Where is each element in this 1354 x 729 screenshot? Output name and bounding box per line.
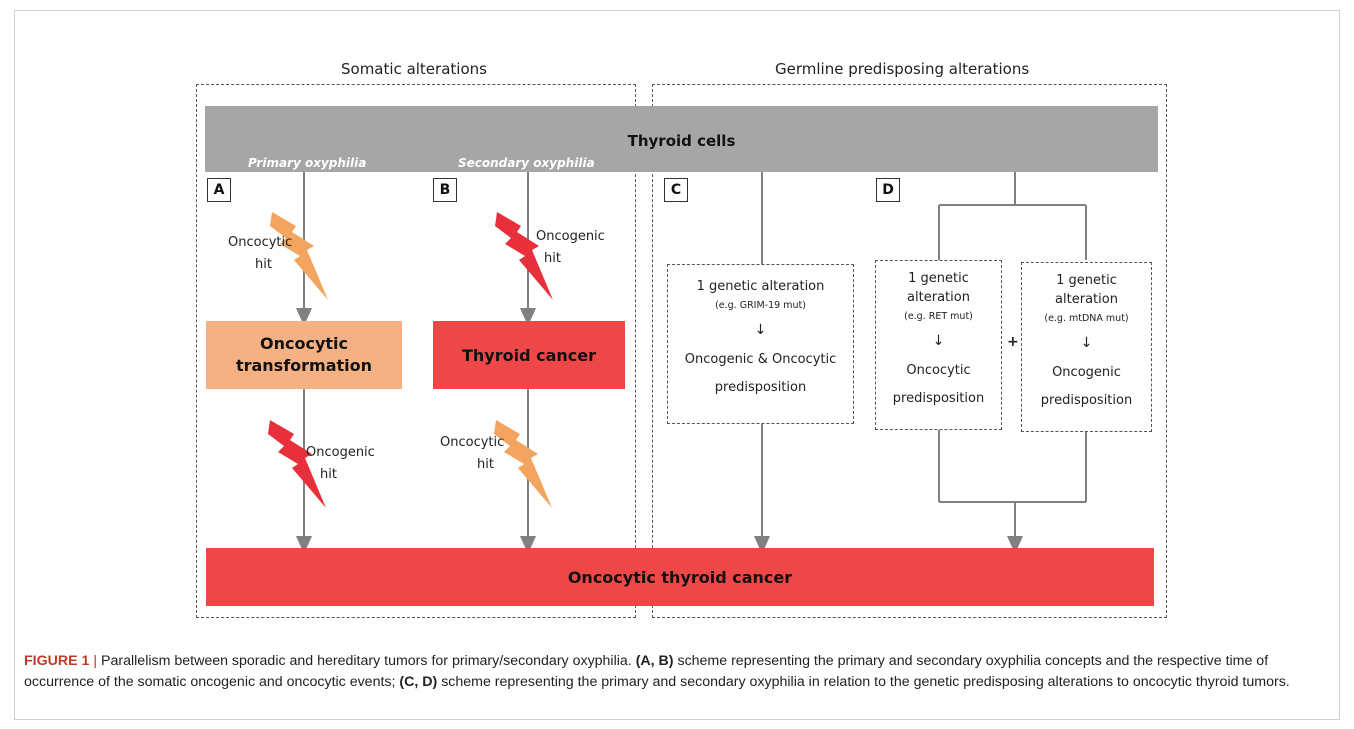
genetic-result: predisposition [892,391,985,406]
panel-label-d: D [876,178,900,202]
down-arrow-icon: ↓ [1080,335,1093,351]
genetic-line: alteration [1055,292,1118,307]
caption-ref-ab: (A, B) [635,653,674,669]
hit-label-line: hit [477,457,494,472]
hit-label-line: Oncogenic [306,445,375,460]
thyroid-cells-bar: Thyroid cells [205,106,1158,172]
secondary-oxyphilia-label: Secondary oxyphilia [458,156,595,170]
figure-frame [14,10,1340,720]
hit-label-line: Oncogenic [536,229,605,244]
germline-group-box [652,84,1167,618]
somatic-header: Somatic alterations [341,60,487,78]
hit-label-a-second: Oncogenic hit [306,442,375,486]
lightning-red-icon [268,420,326,508]
genetic-line: 1 genetic [1056,273,1117,288]
genetic-line: alteration [907,290,970,305]
down-arrow-icon: ↓ [754,322,767,338]
lightning-orange-icon [270,212,328,300]
thyroid-cancer-box: Thyroid cancer [433,321,625,389]
lightning-red-icon [495,212,553,300]
somatic-group-box [196,84,636,618]
hit-label-line: hit [544,251,561,266]
genetic-line: 1 genetic [908,271,969,286]
panel-label-a: A [207,178,231,202]
plus-sign: + [1007,334,1019,350]
caption-text-cd: scheme representing the primary and seco… [441,674,1290,690]
genetic-result: predisposition [714,380,807,395]
hit-label-line: hit [320,467,337,482]
genetic-box-d1: 1 genetic alteration (e.g. RET mut) ↓ On… [875,260,1002,430]
caption-ref-cd: (C, D) [399,674,438,690]
genetic-result: Oncogenic & Oncocytic [684,352,837,367]
caption-title: Parallelism between sporadic and heredit… [101,653,632,669]
genetic-example: (e.g. RET mut) [904,311,973,322]
hit-label-line: hit [255,257,272,272]
panel-label-b: B [433,178,457,202]
genetic-result: Oncocytic [906,363,971,378]
thyroid-cells-label: Thyroid cells [627,132,736,150]
caption-text-ab: scheme representing the primary and seco… [24,653,1269,690]
hit-label-line: Oncocytic [440,435,505,450]
box-line: transformation [235,356,373,375]
down-arrow-icon: ↓ [932,333,945,349]
genetic-example: (e.g. GRIM-19 mut) [715,300,806,311]
primary-oxyphilia-label: Primary oxyphilia [248,156,367,170]
genetic-example: (e.g. mtDNA mut) [1044,313,1129,324]
oncocytic-thyroid-cancer-bar: Oncocytic thyroid cancer [206,548,1154,606]
lightning-orange-icon [494,420,552,508]
hit-label-a-first: Oncocytic hit [228,232,292,276]
oncocytic-transformation-box: Oncocytic transformation [206,321,402,389]
oncocytic-thyroid-cancer-label: Oncocytic thyroid cancer [567,567,793,587]
hit-label-b-first: Oncogenic hit [536,226,605,270]
hit-label-b-second: Oncocytic hit [440,432,504,476]
box-line: Oncocytic [259,334,348,353]
panel-label-c: C [664,178,688,202]
germline-header: Germline predisposing alterations [775,60,1030,78]
thyroid-cancer-label: Thyroid cancer [461,345,597,365]
genetic-result: predisposition [1040,393,1133,408]
caption-separator: | [93,653,98,669]
caption-figure-number: FIGURE 1 [24,653,90,669]
genetic-line: 1 genetic alteration [696,279,825,294]
genetic-box-d2: 1 genetic alteration (e.g. mtDNA mut) ↓ … [1021,262,1152,432]
genetic-result: Oncogenic [1052,365,1121,380]
genetic-box-c: 1 genetic alteration (e.g. GRIM-19 mut) … [667,264,854,424]
figure-caption: FIGURE 1 | Parallelism between sporadic … [24,651,1334,693]
hit-label-line: Oncocytic [228,235,293,250]
